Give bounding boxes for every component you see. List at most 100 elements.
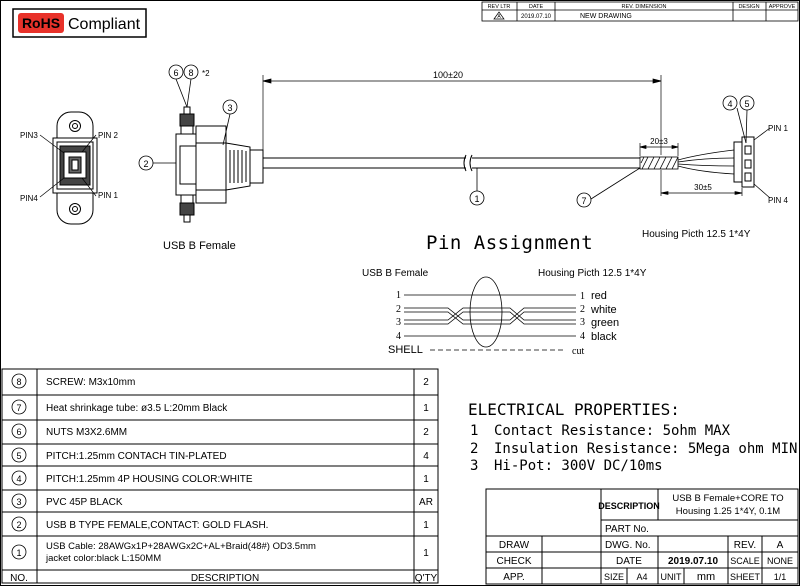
tb-size: A4 [636,572,647,582]
left-pin-1: 1 [396,290,401,301]
housing-pin4-label: PIN 4 [768,196,789,205]
bom-row-8-qty: 2 [423,377,429,388]
rev-header-ltr: REV LTR [488,4,511,10]
left-pin-4: 4 [396,331,401,342]
balloon-1: 1 [474,194,479,204]
left-pin-3: 3 [396,317,401,328]
left-pin-2: 2 [396,304,401,315]
housing-label: Housing Picth 12.5 1*4Y [642,229,751,240]
right-pin-3: 3 [580,317,585,328]
length-tail: 30±5 [694,183,712,192]
bom-row-2-desc: USB B TYPE FEMALE,CONTACT: GOLD FLASH. [46,520,268,531]
right-pin-1: 1 [580,291,585,302]
pin-right-label: Housing Picth 12.5 1*4Y [538,268,647,279]
length-total: 100±20 [433,70,463,80]
tb-description-line1: USB B Female+CORE TO [672,493,783,504]
right-pin-4: 4 [580,331,585,342]
balloon-7: 7 [581,196,586,206]
right-pin-2: 2 [580,304,585,315]
revision-block [481,1,799,22]
tb-unit: mm [697,571,715,583]
pin-left-label: USB B Female [362,268,429,279]
electrical-2-text: Insulation Resistance: 5Mega ohm MIN [494,441,797,457]
balloon-6: 6 [173,68,178,78]
tb-app: APP. [503,572,525,583]
tb-rev: A [777,540,784,551]
bom-row-1-qty: 1 [423,548,429,559]
pin3-label: PIN3 [20,131,38,140]
tb-sheet-label: SHEET [730,572,761,582]
bom-row-1-no: 1 [16,548,21,558]
bom-row-7-no: 7 [16,403,21,413]
usb-front-view [52,111,98,225]
tb-description-label: DESCRIPTION [598,501,660,511]
electrical-1-num: 1 [470,423,478,439]
color-black: black [591,331,617,343]
balloon-3: 3 [227,103,232,113]
cable [263,154,640,172]
tb-scale-label: SCALE [730,556,760,566]
rev-letter: A [497,14,501,20]
balloon-5: 5 [744,99,749,109]
tb-rev-label: REV. [734,540,756,551]
rohs-badge: RoHS Compliant [12,8,147,38]
tb-description-line2: Housing 1.25 1*4Y, 0.1M [676,506,780,517]
balloon-8: 8 [188,68,193,78]
balloons [138,64,755,208]
bom-no-circles [11,373,27,560]
pin2-label: PIN 2 [98,131,119,140]
pin4-label: PIN4 [20,194,38,203]
bom-row-6-no: 6 [16,427,21,437]
bom-row-6-desc: NUTS M3X2.6MM [46,427,127,438]
pin1-label: PIN 1 [98,191,119,200]
tb-dwg-no: DWG. No. [605,540,651,551]
rev-header-date: DATE [529,4,544,10]
electrical-1-text: Contact Resistance: 5ohm MAX [494,423,731,439]
usb-side-view [175,106,264,223]
tb-scale: NONE [767,556,793,566]
bom-row-1-desc: USB Cable: 28AWGx1P+28AWGx2C+AL+Braid(48… [46,541,316,552]
bom-row-3-qty: AR [419,497,433,508]
bom-row-4-no: 4 [16,474,21,484]
tb-check: CHECK [496,556,531,567]
pin-wiring [404,276,576,351]
color-white: white [590,304,617,316]
bom-row-4-qty: 1 [423,474,429,485]
bom-row-8-no: 8 [16,377,21,387]
title-block [485,488,799,585]
tb-size-label: SIZE [604,572,624,582]
bom-row-8-desc: SCREW: M3x10mm [46,377,135,388]
bom-row-1-desc2: jacket color:black L:150MM [45,553,161,564]
bom-row-5-desc: PITCH:1.25mm CONTACH TIN-PLATED [46,451,227,462]
bom-row-6-qty: 2 [423,427,429,438]
usb-label: USB B Female [163,240,236,252]
tb-draw: DRAW [499,540,530,551]
rev-description: NEW DRAWING [580,13,632,20]
rev-header-dimension: REV. DIMENSION [621,4,666,10]
heat-shrink-tube [639,156,679,170]
bom-row-7-qty: 1 [423,403,429,414]
bom-row-4-desc: PITCH:1.25mm 4P HOUSING COLOR:WHITE [46,474,253,485]
tb-date: 2019.07.10 [668,556,718,567]
bom-table [1,368,439,584]
pin-assignment-title: Pin Assignment [426,232,593,254]
rev-header-design: DESIGN [738,4,759,10]
bom-header-qty: Q'TY [415,573,438,584]
tb-sheet: 1/1 [774,572,787,582]
bom-row-2-qty: 1 [423,520,429,531]
tb-unit-label: UNIT [661,572,682,582]
bom-row-5-no: 5 [16,451,21,461]
pin-leaders [39,134,97,198]
balloon-4: 4 [727,99,732,109]
bom-header-desc: DESCRIPTION [191,573,259,584]
electrical-2-num: 2 [470,441,478,457]
electrical-title: ELECTRICAL PROPERTIES: [468,400,680,419]
tb-date-label: DATE [616,556,642,567]
rohs-compliant: Compliant [68,16,141,33]
electrical-3-num: 3 [470,458,478,474]
rev-header-approve: APPROVE [769,4,796,10]
bom-header-no: NO. [10,573,28,584]
rohs-label: RoHS [22,15,60,31]
bom-row-3-desc: PVC 45P BLACK [46,497,123,508]
